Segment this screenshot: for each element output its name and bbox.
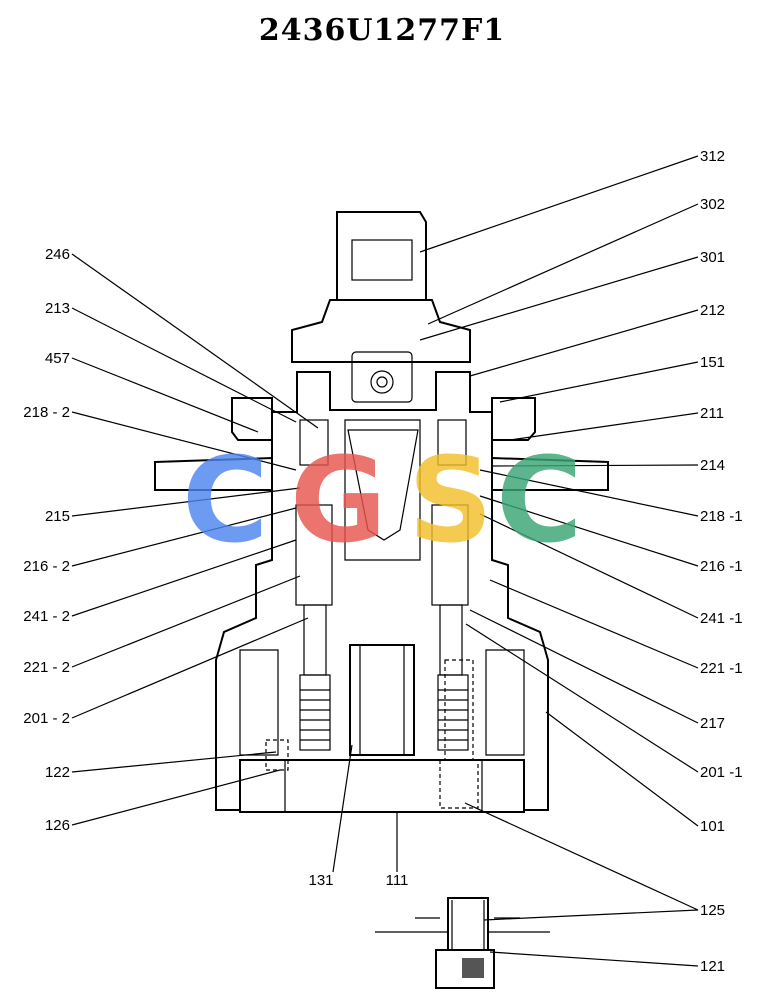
callout-label: 217 [700,715,725,732]
callout-label: 201 -1 [700,764,743,781]
callout-label: 216 -1 [700,558,743,575]
callout-label: 302 [700,196,725,213]
watermark-letter-g: G [290,431,387,569]
right-callouts: 312 302 301 212 151 211 214 218 -1 216 -… [700,148,743,975]
drawing-title: 2436U1277F1 [259,13,505,48]
left-callouts: 246 213 457 218 - 2 215 216 - 2 241 - 2 … [23,246,70,834]
leader-lines [71,155,699,967]
callout-label: 126 [45,817,70,834]
cgsc-watermark: C G S C [182,431,583,569]
callout-label: 111 [386,872,409,889]
watermark-letter-c2: C [496,431,583,569]
callout-label: 241 -1 [700,610,743,627]
callout-label: 212 [700,302,725,319]
callout-label: 151 [700,354,725,371]
callout-label: 122 [45,764,70,781]
callout-label: 101 [700,818,725,835]
bottom-callouts: 131 111 [308,872,408,889]
watermark-letter-s: S [408,431,493,569]
callout-label: 121 [700,958,725,975]
callout-label: 241 - 2 [23,608,70,625]
callout-label: 246 [45,246,70,263]
callout-label: 211 [700,405,724,422]
valve-cross-section [154,211,609,813]
callout-label: 221 -1 [700,660,743,677]
callout-label: 131 [308,872,333,889]
callout-label: 125 [700,902,725,919]
callout-label: 214 [700,457,725,474]
callout-label: 213 [45,300,70,317]
callout-label: 312 [700,148,725,165]
inset-detail [375,897,550,989]
callout-label: 201 - 2 [23,710,70,727]
callout-label: 221 - 2 [23,659,70,676]
callout-label: 218 - 2 [23,404,70,421]
callout-label: 457 [45,350,70,367]
watermark-letter-c1: C [182,431,269,569]
callout-label: 215 [45,508,70,525]
callout-label: 218 -1 [700,508,743,525]
callout-label: 216 - 2 [23,558,70,575]
callout-label: 301 [700,249,725,266]
